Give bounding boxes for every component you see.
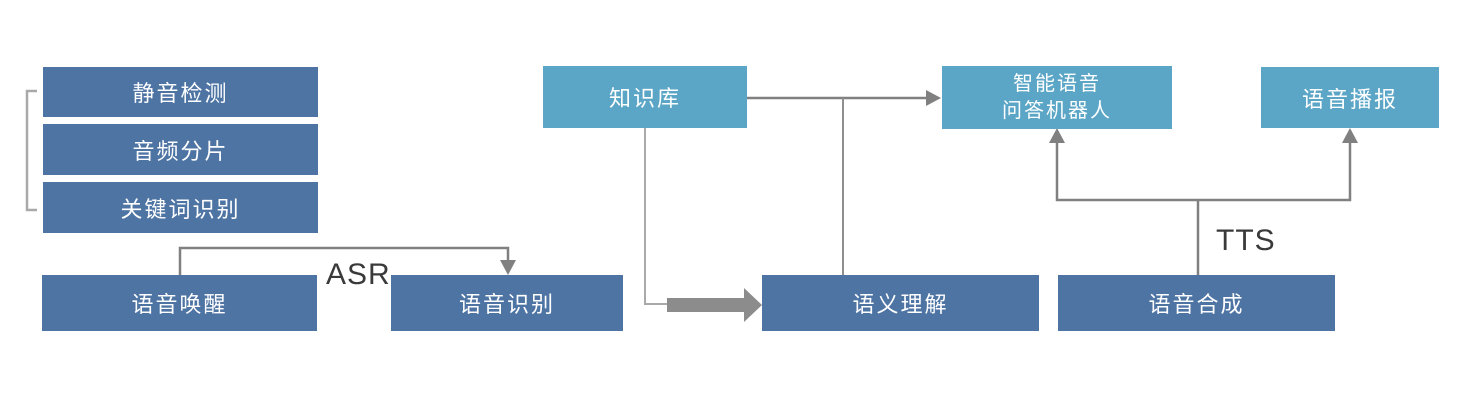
tts-arrowhead-left-icon [1049,128,1065,143]
tts-label: TTS [1216,224,1276,257]
box-speech-recognition: 语音识别 [391,275,623,331]
box-qa-robot: 智能语音 问答机器人 [942,66,1172,129]
box-silence-detection-label: 静音检测 [132,81,229,106]
knowledge-to-robot-arrowhead-icon [926,90,941,106]
box-voice-broadcast: 语音播报 [1261,67,1439,128]
box-qa-robot-label: 智能语音 问答机器人 [1002,72,1112,122]
box-voice-wakeup-label: 语音唤醒 [131,292,228,317]
box-semantic-understanding-label: 语义理解 [852,292,949,317]
box-voice-broadcast-label: 语音播报 [1301,86,1398,112]
box-keyword-recognition-label: 关键词识别 [120,196,241,222]
box-audio-segmentation-label: 音频分片 [132,138,229,164]
box-speech-synthesis-label: 语音合成 [1148,292,1245,317]
tts-arrowhead-right-icon [1342,128,1358,143]
knowledge-down-line [644,128,667,305]
box-silence-detection: 静音检测 [43,67,318,117]
box-semantic-understanding: 语义理解 [762,275,1039,331]
asr-label: ASR [326,258,391,291]
box-voice-wakeup: 语音唤醒 [42,275,317,331]
box-keyword-recognition: 关键词识别 [43,182,318,233]
box-speech-recognition-label: 语音识别 [458,292,555,317]
tts-connector-line [1055,141,1352,275]
asr-connector-line [178,246,510,275]
box-speech-synthesis: 语音合成 [1058,275,1335,331]
box-knowledge-base: 知识库 [543,66,747,128]
box-audio-segmentation: 音频分片 [43,124,318,175]
asr-arrowhead-icon [500,260,516,275]
group-bracket [25,89,37,212]
box-knowledge-base-label: 知识库 [608,86,681,111]
thick-flow-arrow-icon [667,288,762,322]
